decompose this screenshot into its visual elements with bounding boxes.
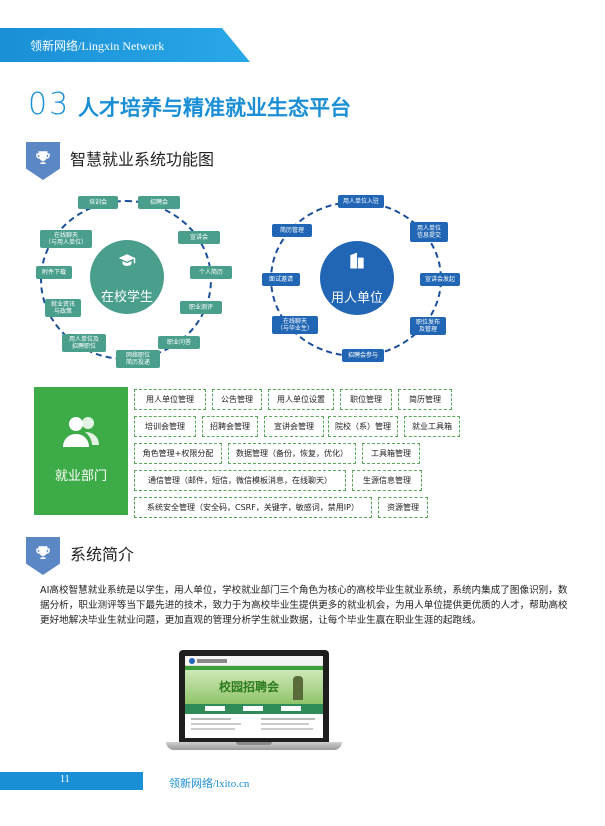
preview-text-line — [191, 718, 231, 720]
employer-node[interactable]: 招聘会参与 — [342, 349, 384, 362]
student-node[interactable]: 附件下载 — [36, 266, 72, 279]
employer-node[interactable]: 简历管理 — [272, 224, 312, 237]
laptop-base — [166, 742, 342, 750]
trophy-icon — [36, 546, 50, 559]
employer-node[interactable]: 在线聊天 （与毕业生） — [272, 316, 318, 334]
preview-text-line — [191, 723, 241, 725]
feature-tag[interactable]: 系统安全管理（安全码，CSRF，关键字，敏感词，禁用IP） — [134, 497, 372, 518]
employer-node[interactable]: 职位发布 及管理 — [410, 317, 446, 335]
trophy-icon — [36, 151, 50, 164]
student-hub: 在校学生 — [90, 240, 164, 314]
feature-tag[interactable]: 角色管理+权限分配 — [134, 443, 222, 464]
feature-tag[interactable]: 培训会管理 — [134, 416, 196, 437]
preview-search-bar — [185, 704, 323, 714]
section-number: 03 — [28, 87, 71, 122]
student-hub-label: 在校学生 — [100, 290, 153, 305]
building-icon — [350, 252, 364, 269]
feature-tag[interactable]: 院校（系）管理 — [328, 416, 398, 437]
feature-tag[interactable]: 工具箱管理 — [362, 443, 420, 464]
student-node[interactable]: 就业资讯 与政策 — [45, 299, 81, 317]
feature-tag[interactable]: 招聘会管理 — [202, 416, 258, 437]
preview-button — [243, 706, 263, 711]
footer-website[interactable]: 领新网络/lxito.cn — [169, 778, 250, 790]
section-title: 人才培养与精准就业生态平台 — [78, 96, 351, 120]
student-node[interactable]: 职业测评 — [180, 301, 222, 314]
preview-text-line — [261, 718, 315, 720]
feature-tag[interactable]: 通信管理（邮件，短信，微信模板消息，在线聊天） — [134, 470, 346, 491]
subsection-title-intro: 系统简介 — [70, 545, 135, 564]
header-banner: 领新网络/Lingxin Network — [0, 28, 250, 62]
banner-text: 校园招聘会 — [219, 680, 280, 694]
trophy-badge — [26, 537, 60, 575]
preview-button — [281, 706, 301, 711]
laptop-notch — [236, 742, 272, 745]
feature-tag[interactable]: 用人单位管理 — [134, 389, 206, 410]
logo-icon — [189, 658, 195, 664]
employer-node[interactable]: 面试邀请 — [262, 273, 300, 286]
feature-tag[interactable]: 资源管理 — [378, 497, 428, 518]
student-node[interactable]: 网络职位 简历投递 — [116, 350, 160, 368]
student-node[interactable]: 用人单位及 招聘职位 — [62, 334, 106, 352]
student-node[interactable]: 招聘会 — [138, 196, 180, 209]
feature-tag[interactable]: 公告管理 — [212, 389, 262, 410]
brand-label: 领新网络/Lingxin Network — [30, 39, 165, 53]
student-node[interactable]: 个人简历 — [190, 266, 232, 279]
feature-tag[interactable]: 简历管理 — [398, 389, 452, 410]
employer-node[interactable]: 用人单位入驻 — [338, 195, 384, 208]
department-label: 就业部门 — [54, 469, 107, 484]
employer-hub: 用人单位 — [320, 241, 394, 315]
preview-text-line — [261, 728, 313, 730]
intro-paragraph: AI高校智慧就业系统是以学生，用人单位，学校就业部门三个角色为核心的高校毕业生就… — [40, 585, 568, 626]
users-icon — [63, 417, 99, 447]
preview-header — [185, 656, 323, 666]
preview-nav — [185, 666, 323, 670]
subsection-title-function-map: 智慧就业系统功能图 — [70, 150, 215, 169]
feature-tag[interactable]: 生源信息管理 — [352, 470, 422, 491]
student-node[interactable]: 培训会 — [78, 196, 118, 209]
employer-node[interactable]: 用人单位 信息提交 — [410, 222, 448, 242]
preview-banner: 校园招聘会 — [185, 670, 323, 704]
preview-text-line — [191, 728, 235, 730]
employer-hub-label: 用人单位 — [330, 291, 383, 306]
department-block: 就业部门 — [34, 387, 128, 515]
preview-button — [205, 706, 225, 711]
preview-text-line — [261, 723, 309, 725]
feature-tag[interactable]: 用人单位设置 — [268, 389, 334, 410]
student-node[interactable]: 宣讲会 — [178, 231, 220, 244]
preview-logo-text — [197, 659, 227, 663]
graduate-icon — [118, 254, 136, 266]
trophy-badge — [26, 142, 60, 180]
website-preview: 校园招聘会 — [185, 656, 323, 738]
person-figure-icon — [293, 676, 303, 700]
feature-tag[interactable]: 就业工具箱 — [404, 416, 460, 437]
page-number: 11 — [60, 774, 70, 785]
footer-bar: 11 — [0, 772, 143, 790]
feature-tag[interactable]: 职位管理 — [340, 389, 392, 410]
employer-node[interactable]: 宣讲会发起 — [420, 273, 460, 286]
student-node[interactable]: 职业问答 — [158, 336, 200, 349]
feature-tag[interactable]: 数据管理（备份，恢复，优化） — [228, 443, 356, 464]
feature-tag[interactable]: 宣讲会管理 — [264, 416, 324, 437]
laptop-screen: 校园招聘会 — [179, 650, 329, 742]
student-node[interactable]: 在线聊天 （与用人单位） — [40, 230, 92, 248]
